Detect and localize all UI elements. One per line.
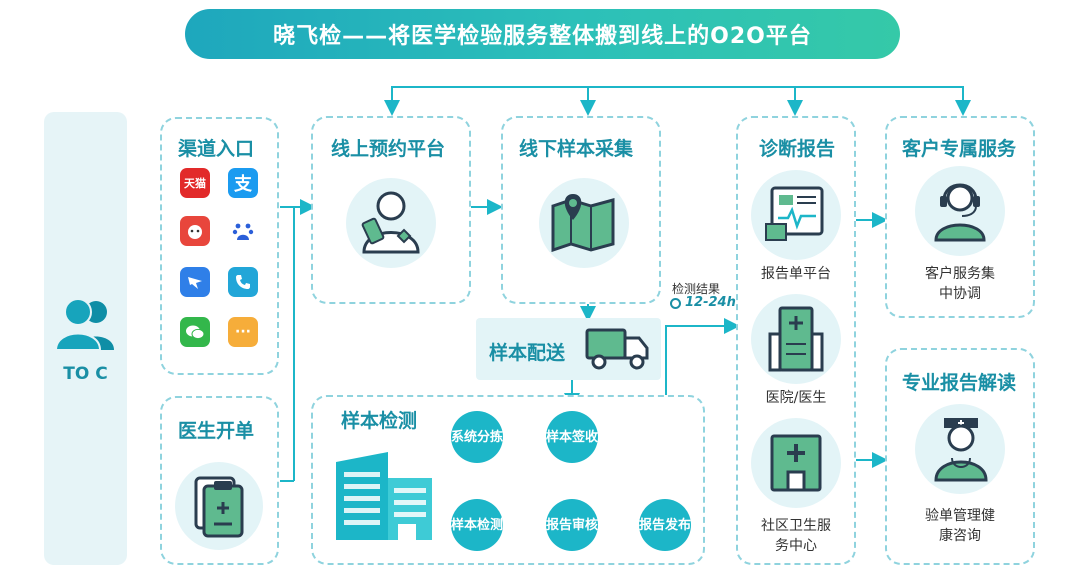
node-report-review: 报告审核 bbox=[546, 499, 598, 551]
channels-title: 渠道入口 bbox=[178, 138, 255, 160]
node-sample-test: 样本检测 bbox=[451, 499, 503, 551]
result-time: 12-24h bbox=[685, 295, 736, 310]
customer-service-caption: 客户服务集中协调 bbox=[925, 266, 995, 302]
wechat-icon[interactable] bbox=[180, 317, 210, 347]
tmall-icon[interactable]: 天猫 bbox=[180, 168, 210, 198]
hospital-label: 医院/医生 bbox=[765, 390, 827, 406]
toc-label: TO C bbox=[63, 364, 108, 384]
more-apps-icon[interactable]: ··· bbox=[228, 317, 258, 347]
channels-panel bbox=[160, 117, 279, 375]
jd-icon[interactable] bbox=[180, 216, 210, 246]
hospital-icon bbox=[768, 306, 824, 372]
node-report-publish: 报告发布 bbox=[639, 499, 691, 551]
testing-title: 样本检测 bbox=[341, 410, 418, 432]
alipay-icon[interactable]: 支 bbox=[228, 168, 258, 198]
baidu-icon[interactable] bbox=[228, 216, 258, 246]
lab-building-icon bbox=[336, 452, 432, 540]
diagnosis-title: 诊断报告 bbox=[759, 138, 836, 160]
community-center-icon bbox=[770, 434, 822, 492]
headset-agent-icon bbox=[934, 183, 986, 242]
report-platform-icon bbox=[765, 186, 824, 241]
truck-icon bbox=[585, 328, 649, 370]
person-icon bbox=[361, 191, 420, 254]
node-sample-receive: 样本签收 bbox=[546, 411, 598, 463]
clock-icon bbox=[670, 298, 681, 309]
report-interpret-caption: 验单管理健康咨询 bbox=[925, 508, 995, 544]
report-platform-label: 报告单平台 bbox=[761, 266, 831, 282]
node-system-sort: 系统分拣 bbox=[451, 411, 503, 463]
users-icon bbox=[54, 298, 114, 351]
phone-icon[interactable] bbox=[228, 267, 258, 297]
delivery-title: 样本配送 bbox=[489, 342, 566, 364]
offline-collection-title: 线下样本采集 bbox=[519, 138, 634, 160]
dingtalk-icon[interactable] bbox=[180, 267, 210, 297]
customer-service-title: 客户专属服务 bbox=[902, 138, 1017, 160]
map-pin-icon bbox=[551, 194, 615, 252]
report-interpret-title: 专业报告解读 bbox=[902, 372, 1017, 394]
online-booking-title: 线上预约平台 bbox=[331, 138, 446, 160]
community-center-label: 社区卫生服务中心 bbox=[761, 518, 831, 554]
clipboard-icon bbox=[194, 476, 244, 538]
banner-title: 晓飞检——将医学检验服务整体搬到线上的O2O平台 bbox=[185, 9, 900, 59]
doctor-nurse-icon bbox=[934, 418, 988, 482]
doctor-title: 医生开单 bbox=[178, 420, 255, 442]
result-label: 检测结果 bbox=[672, 282, 721, 296]
